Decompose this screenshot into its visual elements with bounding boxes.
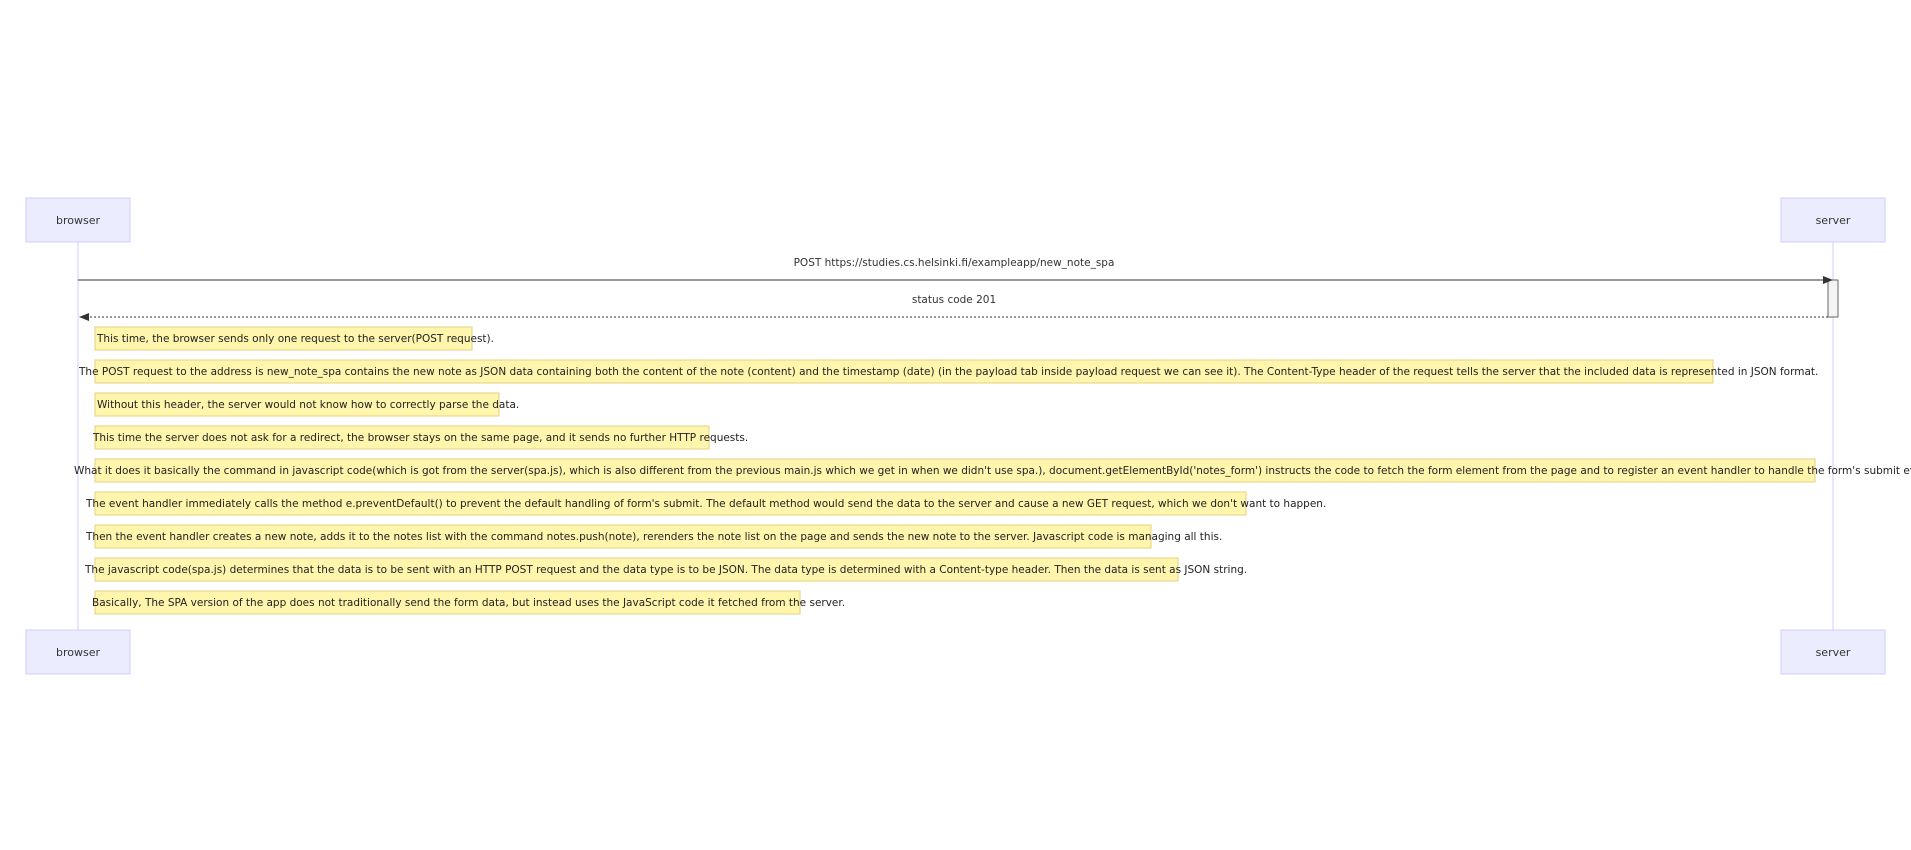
note-2: The POST request to the address is new_n… [78, 359, 1818, 384]
note-4-text: This time the server does not ask for a … [92, 432, 748, 444]
actor-server-bottom-label: server [1816, 646, 1851, 659]
server-activation [1827, 279, 1839, 318]
note-6: The event handler immediately calls the … [85, 491, 1326, 516]
note-8-text: The javascript code(spa.js) determines t… [84, 564, 1247, 576]
note-9: Basically, The SPA version of the app do… [92, 590, 845, 615]
note-8: The javascript code(spa.js) determines t… [84, 557, 1247, 582]
response-message-label: status code 201 [912, 294, 996, 306]
request-message-label: POST https://studies.cs.helsinki.fi/exam… [794, 257, 1115, 269]
note-6-text: The event handler immediately calls the … [85, 498, 1326, 510]
note-7: Then the event handler creates a new not… [85, 524, 1222, 549]
actor-browser-top: browser [25, 197, 131, 243]
actor-browser-bottom-label: browser [56, 646, 100, 659]
note-2-text: The POST request to the address is new_n… [78, 366, 1818, 378]
note-9-text: Basically, The SPA version of the app do… [92, 597, 845, 609]
note-3-text: Without this header, the server would no… [97, 399, 519, 411]
actor-browser-top-label: browser [56, 214, 100, 227]
actor-browser-bottom: browser [25, 629, 131, 675]
note-1-text: This time, the browser sends only one re… [96, 333, 494, 345]
note-4: This time the server does not ask for a … [92, 425, 748, 450]
actor-server-bottom: server [1780, 629, 1886, 675]
actor-server-top: server [1780, 197, 1886, 243]
note-5: What it does it basically the command in… [74, 458, 1911, 483]
note-5-text: What it does it basically the command in… [74, 465, 1911, 477]
note-3: Without this header, the server would no… [94, 392, 519, 417]
note-1: This time, the browser sends only one re… [94, 326, 494, 351]
note-7-text: Then the event handler creates a new not… [85, 531, 1222, 543]
actor-server-top-label: server [1816, 214, 1851, 227]
